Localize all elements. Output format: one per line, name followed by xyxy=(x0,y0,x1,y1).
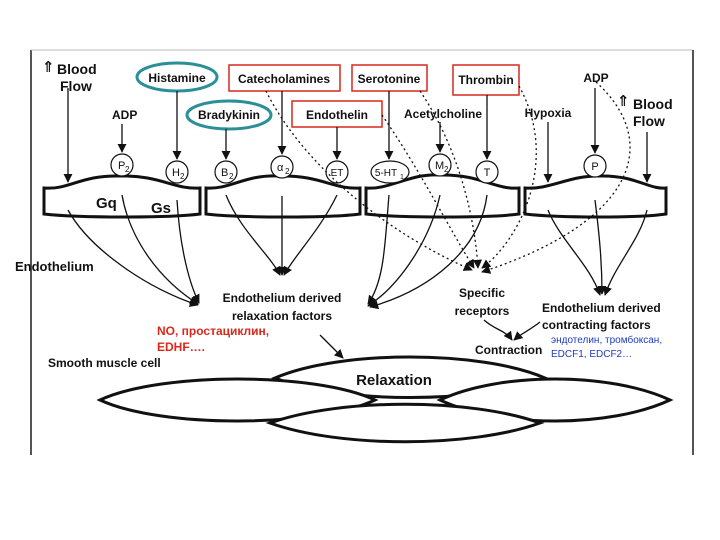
arrow-edrf-to-relaxation xyxy=(319,334,344,359)
catecholamines-label: Catecholamines xyxy=(238,72,330,86)
arrow-edcf-to-contraction xyxy=(513,321,541,341)
thrombin-box xyxy=(452,64,520,96)
serotonine-label: Serotonine xyxy=(358,72,421,86)
specific-receptors-line1: Specific xyxy=(459,286,505,300)
receptor-et-label: ET xyxy=(331,168,344,179)
blood-flow-right-line2: Flow xyxy=(633,113,665,129)
endothelial-cell-3 xyxy=(364,173,521,219)
arrow-cell1-to-edrf-c xyxy=(176,199,200,304)
dotted-arrow-catecholamines-to-receptors xyxy=(265,90,473,271)
dotted-arrow-thrombin-to-receptors xyxy=(481,85,537,269)
endothelium-label: Endothelium xyxy=(15,259,94,274)
receptor-b2-subscript: 2 xyxy=(229,172,234,181)
receptor-alpha2-subscript: 2 xyxy=(285,167,290,176)
receptor-alpha2-circle xyxy=(270,155,294,179)
adp-left-label: ADP xyxy=(112,108,137,122)
receptor-b2-circle xyxy=(214,160,238,184)
receptor-m2-label: M xyxy=(435,160,444,172)
receptor-t-label: T xyxy=(484,167,491,179)
receptor-5ht1-label: 5-HT xyxy=(375,168,397,179)
receptor-alpha2-label: α xyxy=(277,162,284,174)
smooth-muscle-cell-center-bottom xyxy=(265,402,545,444)
arrow-cell3-to-edrf-b xyxy=(367,194,441,307)
arrow-cell1-to-edrf-a xyxy=(67,209,199,307)
receptor-h2-subscript: 2 xyxy=(180,172,185,181)
edrf-label-line2: relaxation factors xyxy=(232,309,332,323)
arrow-cell3-to-edrf-c xyxy=(369,194,488,310)
blood-flow-right-line1: Blood xyxy=(633,96,673,112)
endothelin-label: Endothelin xyxy=(306,108,368,122)
edrf-examples-line1: NO, простациклин, xyxy=(157,324,269,338)
edrf-examples-line2: EDHF…. xyxy=(157,340,205,354)
contraction-label: Contraction xyxy=(475,343,542,357)
receptor-t-circle xyxy=(475,160,499,184)
edcf-label-line2: contracting factors xyxy=(542,318,651,332)
receptor-5ht1-circle xyxy=(370,160,410,184)
acetylcholine-label: Acetylcholine xyxy=(404,107,482,121)
blood-flow-arrow-left: ⇑ xyxy=(42,59,55,76)
histamine-label: Histamine xyxy=(148,71,206,85)
specific-receptors-line2: receptors xyxy=(455,304,510,318)
receptor-p-circle xyxy=(583,154,607,178)
blood-flow-left-line1: Blood xyxy=(57,61,97,77)
receptor-h2-label: H xyxy=(172,167,180,179)
receptor-p2-label: P xyxy=(118,160,125,172)
thrombin-label: Thrombin xyxy=(458,73,513,87)
receptor-p2-circle xyxy=(110,153,134,177)
hypoxia-label: Hypoxia xyxy=(525,106,572,120)
catecholamines-box xyxy=(228,64,341,92)
bradykinin-label: Bradykinin xyxy=(198,108,260,122)
arrow-receptors-to-contraction xyxy=(483,319,513,341)
adp-right-label: ADP xyxy=(583,71,608,85)
dotted-arrow-adp-to-receptors xyxy=(481,81,631,274)
blood-flow-arrow-right: ⇑ xyxy=(617,93,630,110)
arrow-cell4-to-edcf-c xyxy=(603,209,648,296)
receptor-5ht1-subscript: 1 xyxy=(400,174,404,181)
arrow-cell3-to-edrf-a xyxy=(367,194,390,305)
gq-label: Gq xyxy=(96,195,117,212)
arrow-cell2-to-edrf-c xyxy=(283,194,338,276)
arrow-cell4-to-edcf-b xyxy=(594,199,607,295)
receptor-p-label: P xyxy=(591,161,598,173)
receptor-p2-subscript: 2 xyxy=(125,165,130,174)
edcf-examples-line1: эндотелин, тромбоксан, xyxy=(551,334,662,346)
arrow-cell4-to-edcf-a xyxy=(547,209,602,296)
dotted-arrow-serotonine-to-receptors xyxy=(419,90,483,269)
receptor-m2-subscript: 2 xyxy=(444,165,449,174)
endothelial-cell-4 xyxy=(523,174,668,219)
edrf-label-line1: Endothelium derived xyxy=(223,291,342,305)
gs-label: Gs xyxy=(151,200,171,217)
receptor-b2-label: B xyxy=(221,167,228,179)
receptor-m2-circle xyxy=(428,153,452,177)
smooth-muscle-cell-left xyxy=(96,377,379,423)
endothelial-cell-2 xyxy=(204,174,362,219)
smooth-muscle-cell-label: Smooth muscle cell xyxy=(48,356,161,370)
arrow-cell1-to-edrf-b xyxy=(121,194,199,305)
bradykinin-highlight-outline xyxy=(185,99,273,131)
edcf-examples-line2: EDCF1, EDCF2… xyxy=(551,349,632,360)
relaxation-label: Relaxation xyxy=(356,372,432,389)
blood-flow-left-line2: Flow xyxy=(60,78,92,94)
dotted-arrow-endothelin-to-receptors xyxy=(381,114,475,269)
receptor-h2-circle xyxy=(165,160,189,184)
edcf-label-line1: Endothelium derived xyxy=(542,301,661,315)
arrow-cell2-to-edrf-a xyxy=(225,194,281,276)
